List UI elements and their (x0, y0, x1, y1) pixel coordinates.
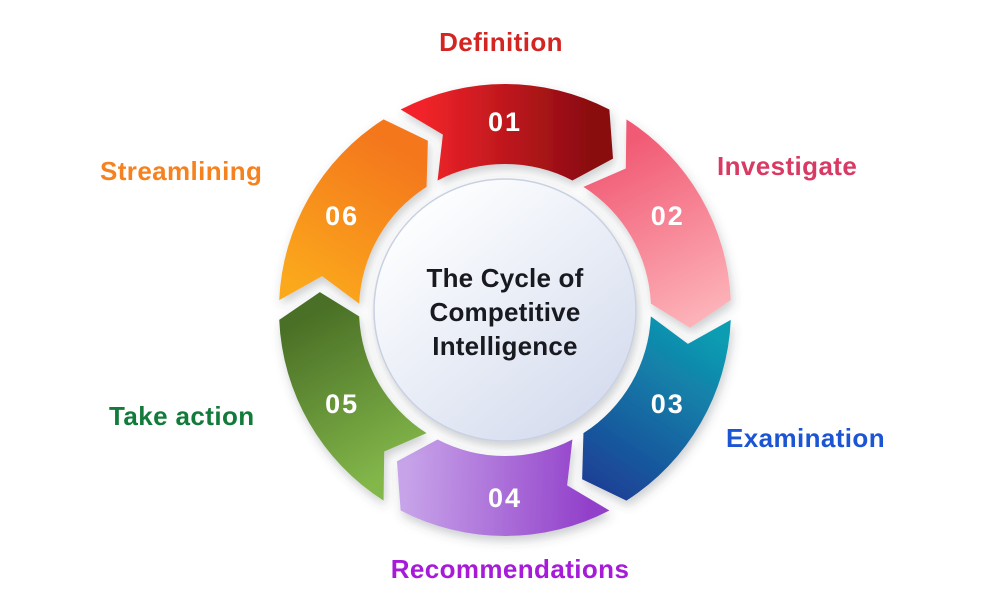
center-title: The Cycle of Competitive Intelligence (375, 261, 635, 363)
segment-02 (583, 119, 731, 328)
segment-03 (582, 316, 731, 501)
step-number-03: 03 (651, 389, 685, 419)
center-title-line3: Intelligence (432, 331, 578, 361)
step-label-take-action: Take action (109, 401, 255, 431)
step-number-06: 06 (325, 201, 359, 231)
step-label-investigate: Investigate (717, 151, 858, 181)
step-number-05: 05 (325, 389, 359, 419)
center-title-line2: Competitive (429, 297, 581, 327)
segment-01 (400, 84, 614, 181)
step-label-streamlining: Streamlining (100, 156, 263, 186)
step-label-recommendations: Recommendations (390, 554, 630, 584)
step-number-04: 04 (488, 483, 522, 513)
center-title-line1: The Cycle of (426, 263, 584, 293)
center-disc (373, 178, 637, 442)
step-label-examination: Examination (726, 423, 885, 453)
segment-05 (279, 292, 427, 501)
step-label-definition: Definition (439, 27, 563, 57)
step-number-02: 02 (651, 201, 685, 231)
step-number-01: 01 (488, 107, 522, 137)
segment-04 (396, 439, 610, 536)
segment-06 (279, 119, 428, 304)
